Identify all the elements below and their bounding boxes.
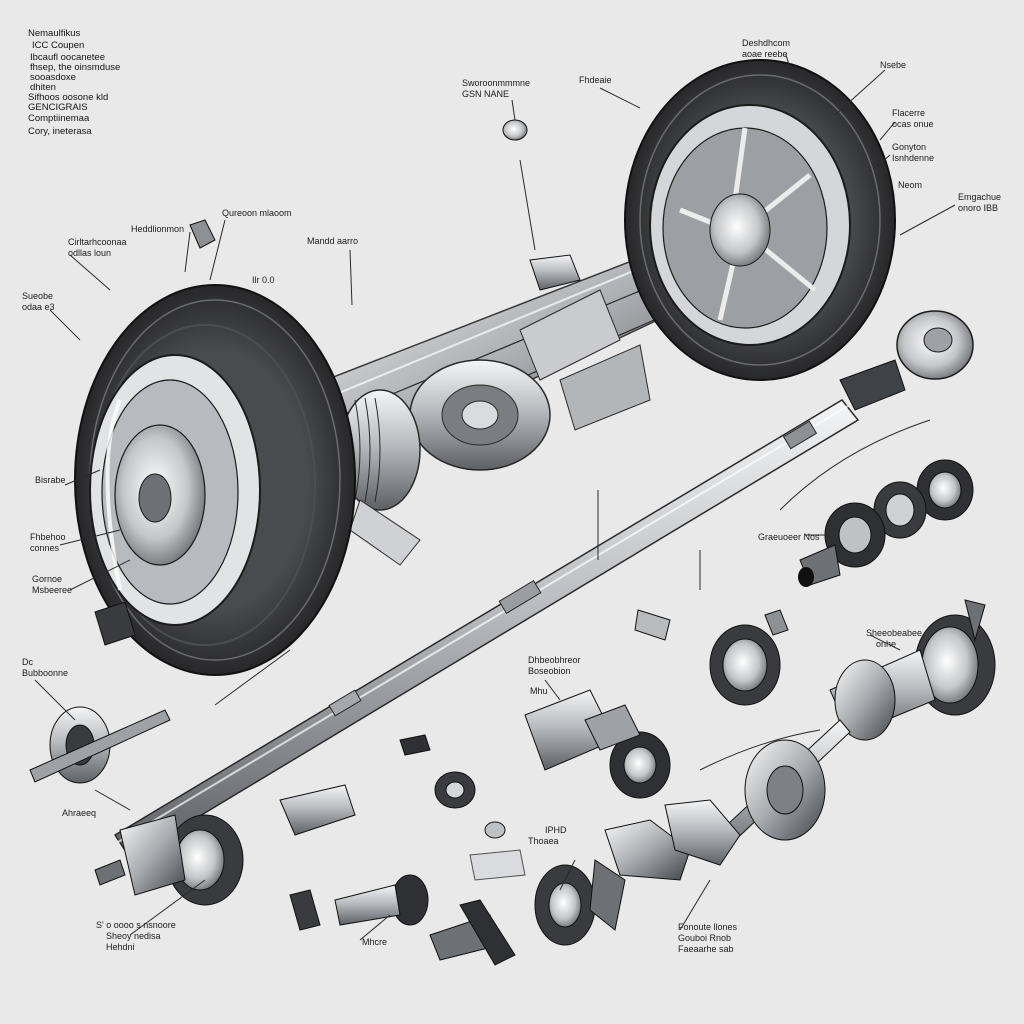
right-wheel (624, 59, 896, 381)
title-block: Nemaulfikus ICC Coupen Ibcaufl oocanetee… (28, 28, 120, 137)
label-21: Mhcre (362, 937, 387, 947)
title-line-10: Cory, ineterasa (28, 126, 92, 137)
title-line-2: ICC Coupen (32, 40, 84, 51)
title-line-3: Ibcaufl oocanetee (30, 52, 105, 63)
label-10: Qureoon mlaoom (222, 208, 292, 218)
exploded-parts (29, 119, 996, 966)
label-4: Nsebe (880, 60, 906, 70)
title-line-1: Nemaulfikus (28, 28, 81, 39)
label-23: Mhu (530, 686, 548, 696)
title-line-8: GENCIGRAIS (28, 102, 88, 113)
label-19: Ahraeeq (62, 808, 96, 818)
label-13: Ilr 0.0 (252, 275, 275, 285)
label-12: Mandd aarro (307, 236, 358, 246)
title-line-9: Comptiinemaa (28, 113, 90, 124)
label-15: Bisrabe (35, 475, 66, 485)
leader-lines (34, 54, 956, 941)
title-line-4: fhsep, the oinsmduse (30, 62, 120, 73)
label-2: Fhdeaie (579, 75, 612, 85)
label-9: Heddlionmon (131, 224, 184, 234)
label-25: Graeuoeer Nos (758, 532, 820, 542)
title-line-7: Sifhoos oosone kld (28, 92, 108, 103)
label-7: Neom (898, 180, 922, 190)
title-line-6: dhiten (30, 82, 56, 93)
left-wheel (74, 284, 356, 676)
title-line-5: sooasdoxe (30, 72, 76, 83)
